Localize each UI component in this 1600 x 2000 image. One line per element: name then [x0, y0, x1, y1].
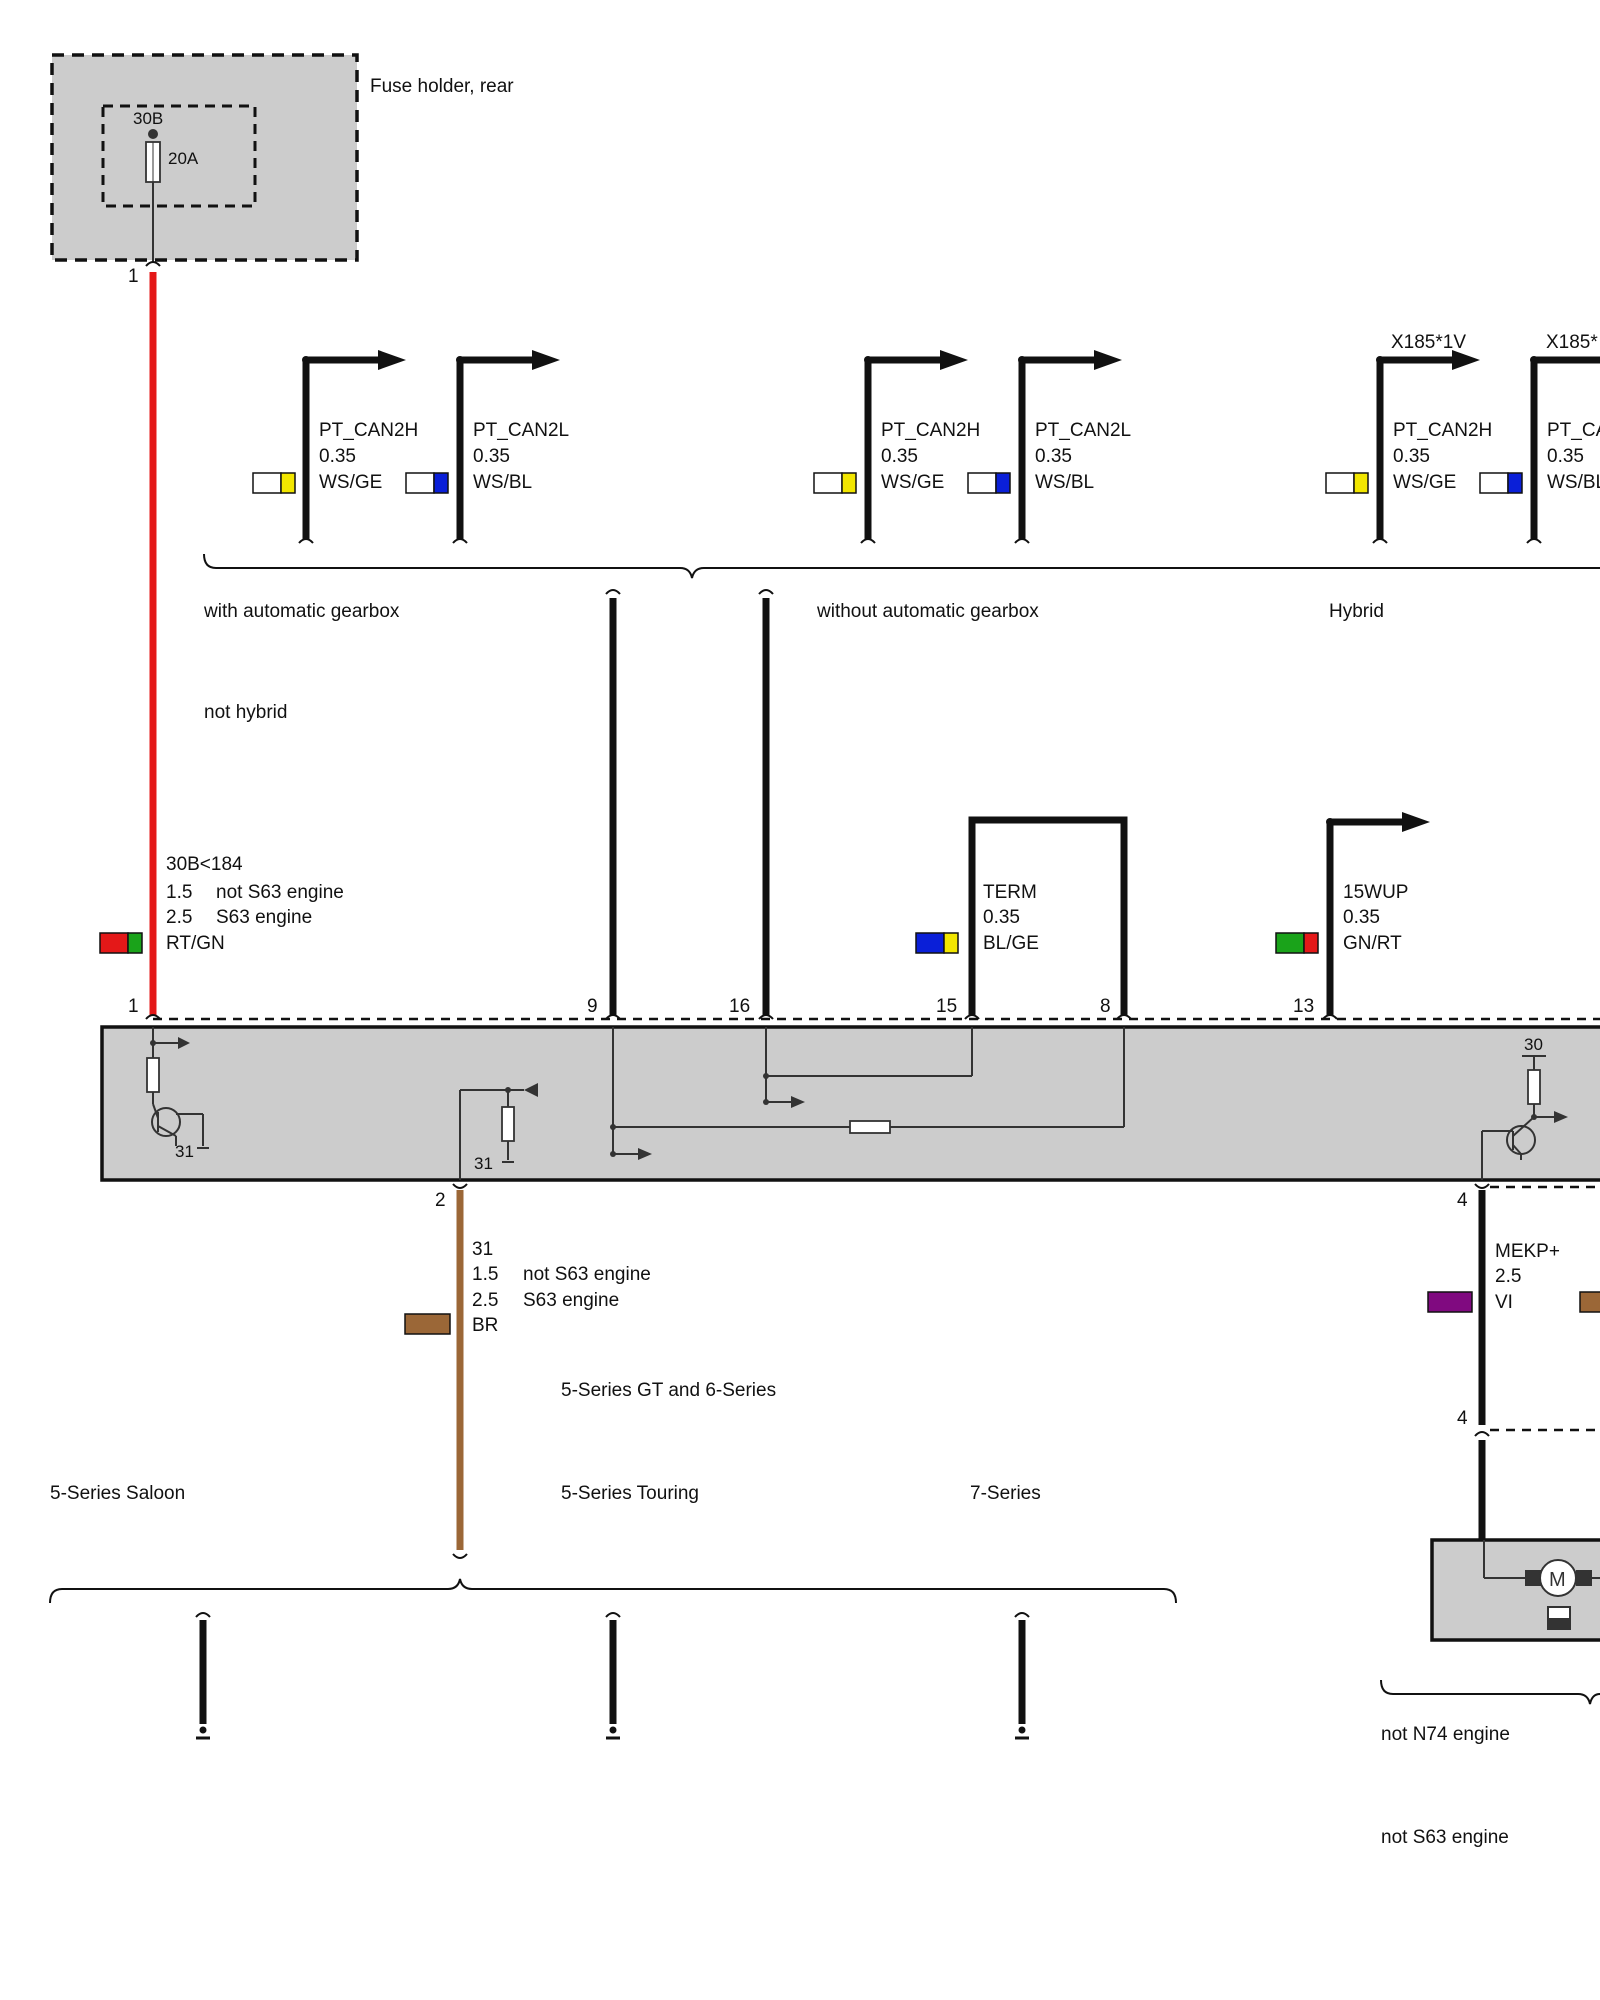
wup-wire-size: 0.35 — [1343, 907, 1380, 928]
label-not-hybrid: not hybrid — [204, 702, 287, 723]
wup-wire: 15WUP 0.35 GN/RT — [1275, 812, 1430, 1016]
control-unit-pins: 9 16 15 8 13 — [587, 996, 1314, 1017]
wire-pin-16 — [758, 589, 774, 1016]
wire-pin-9 — [605, 589, 621, 1016]
internal-circuit-ground: 31 — [459, 1083, 538, 1180]
wup-wire-color-code: GN/RT — [1343, 933, 1402, 954]
wup-wire-name: 15WUP — [1343, 882, 1408, 903]
supply-wire-color-code: RT/GN — [166, 933, 225, 954]
engine-brace — [1380, 1679, 1600, 1705]
can-color-code: WS/GE — [1393, 472, 1456, 493]
pin-label: 8 — [1100, 996, 1111, 1017]
pin-label-bottom: 4 — [1457, 1190, 1468, 1211]
supply-wire-swatch — [99, 932, 143, 954]
pin-label: 15 — [936, 996, 957, 1017]
ground-wire-name: 31 — [472, 1239, 493, 1260]
pin-label: 9 — [587, 996, 598, 1017]
pump-wire-color-code: VI — [1495, 1292, 1513, 1313]
ground-wire: 31 1.5 not S63 engine 2.5 S63 engine BR — [404, 1190, 651, 1559]
can-size: 0.35 — [1393, 446, 1430, 467]
can-signal: PT_CAN2L — [1547, 420, 1600, 441]
label-5-series-touring: 5-Series Touring — [561, 1483, 699, 1504]
pump-wire: MEKP+ 2.5 VI 4 — [1427, 1190, 1600, 1540]
pin-30-label: 30 — [1524, 1035, 1543, 1054]
label-7-series: 7-Series — [970, 1483, 1041, 1504]
can-group-with-auto: PT_CAN2H 0.35 WS/GE PT_CAN2L 0.35 WS/BL — [252, 350, 569, 544]
supply-wire-name: 30B<184 — [166, 854, 243, 875]
pump-wire-size: 2.5 — [1495, 1266, 1521, 1287]
fuse-holder: Fuse holder, rear 30B 20A 1 — [50, 53, 514, 287]
can-group-hybrid: X185*1V X185* PT_CAN2H 0.35 WS/GE PT_CAN… — [1325, 332, 1600, 544]
term-wire: TERM 0.35 BL/GE — [915, 816, 1128, 1016]
control-unit: 31 31 — [100, 1014, 1600, 1211]
label-not-s63: not S63 engine — [1381, 1827, 1509, 1848]
ground-wire-cond1: not S63 engine — [523, 1264, 651, 1285]
can-wire-h: PT_CAN2H 0.35 WS/GE — [1325, 350, 1492, 544]
motor-symbol: M — [1549, 1569, 1566, 1591]
ground-wire-size1: 1.5 — [472, 1264, 498, 1285]
can-size: 0.35 — [1035, 446, 1072, 467]
pin-label: 16 — [729, 996, 750, 1017]
can-signal: PT_CAN2H — [319, 420, 418, 441]
supply-wire: 30B<184 1.5 not S63 engine 2.5 S63 engin… — [99, 261, 344, 1017]
internal-circuit-left: 31 — [146, 1027, 209, 1161]
pump-pin-label: 4 — [1457, 1408, 1468, 1429]
term-wire-name: TERM — [983, 882, 1037, 903]
can-signal: PT_CAN2L — [473, 420, 569, 441]
supply-wire-cond1: not S63 engine — [216, 882, 344, 903]
fuse-holder-title: Fuse holder, rear — [370, 76, 514, 97]
ground-wire-color-code: BR — [472, 1315, 498, 1336]
label-5-series-saloon: 5-Series Saloon — [50, 1483, 185, 1504]
can-signal: PT_CAN2H — [881, 420, 980, 441]
fuel-pump: M — [1430, 1538, 1600, 1642]
label-not-n74: not N74 engine — [1381, 1724, 1510, 1745]
ground-label: 31 — [175, 1142, 194, 1161]
can-color-code: WS/BL — [1035, 472, 1094, 493]
supply-pin-label: 1 — [128, 996, 139, 1017]
ground-label: 31 — [474, 1154, 493, 1173]
can-signal: PT_CAN2L — [1035, 420, 1131, 441]
supply-wire-size1: 1.5 — [166, 882, 192, 903]
term-wire-size: 0.35 — [983, 907, 1020, 928]
fuse-terminal-label: 30B — [133, 109, 163, 128]
label-without-auto: without automatic gearbox — [816, 601, 1039, 622]
can-wire-h: PT_CAN2H 0.35 WS/GE — [252, 350, 418, 544]
can-size: 0.35 — [319, 446, 356, 467]
can-wire-l: PT_CAN2L 0.35 WS/BL — [967, 350, 1131, 544]
ground-wire-size2: 2.5 — [472, 1290, 498, 1311]
pin-label: 13 — [1293, 996, 1314, 1017]
variant-brace-top — [203, 553, 1600, 579]
can-color-code: WS/GE — [881, 472, 944, 493]
internal-circuit-right: 30 — [1481, 1035, 1568, 1180]
internal-circuit-network — [610, 1027, 1125, 1160]
label-gt-6-series: 5-Series GT and 6-Series — [561, 1380, 776, 1401]
can-wire-l: PT_CAN2L 0.35 WS/BL — [405, 350, 569, 544]
can-wire-l: PT_CAN2L 0.35 WS/BL — [1479, 356, 1600, 544]
can-color-code: WS/BL — [473, 472, 532, 493]
label-hybrid: Hybrid — [1329, 601, 1384, 622]
variant-brace-bottom — [49, 1578, 1177, 1604]
pump-wire-name: MEKP+ — [1495, 1241, 1560, 1262]
connector-label: X185* — [1546, 332, 1598, 353]
can-group-without-auto: PT_CAN2H 0.35 WS/GE PT_CAN2L 0.35 WS/BL — [813, 350, 1131, 544]
can-signal: PT_CAN2H — [1393, 420, 1492, 441]
can-color-code: WS/BL — [1547, 472, 1600, 493]
can-wire-h: PT_CAN2H 0.35 WS/GE — [813, 350, 980, 544]
can-color-code: WS/GE — [319, 472, 382, 493]
ground-stubs — [195, 1612, 1030, 1740]
can-size: 0.35 — [473, 446, 510, 467]
can-size: 0.35 — [1547, 446, 1584, 467]
can-size: 0.35 — [881, 446, 918, 467]
fuse-pin-label: 1 — [128, 266, 139, 287]
pin-label-bottom: 2 — [435, 1190, 446, 1211]
term-wire-color-code: BL/GE — [983, 933, 1039, 954]
supply-wire-cond2: S63 engine — [216, 907, 312, 928]
fuse-rating-label: 20A — [168, 149, 199, 168]
ground-wire-cond2: S63 engine — [523, 1290, 619, 1311]
supply-wire-size2: 2.5 — [166, 907, 192, 928]
connector-label: X185*1V — [1391, 332, 1466, 353]
label-with-auto: with automatic gearbox — [203, 601, 400, 622]
